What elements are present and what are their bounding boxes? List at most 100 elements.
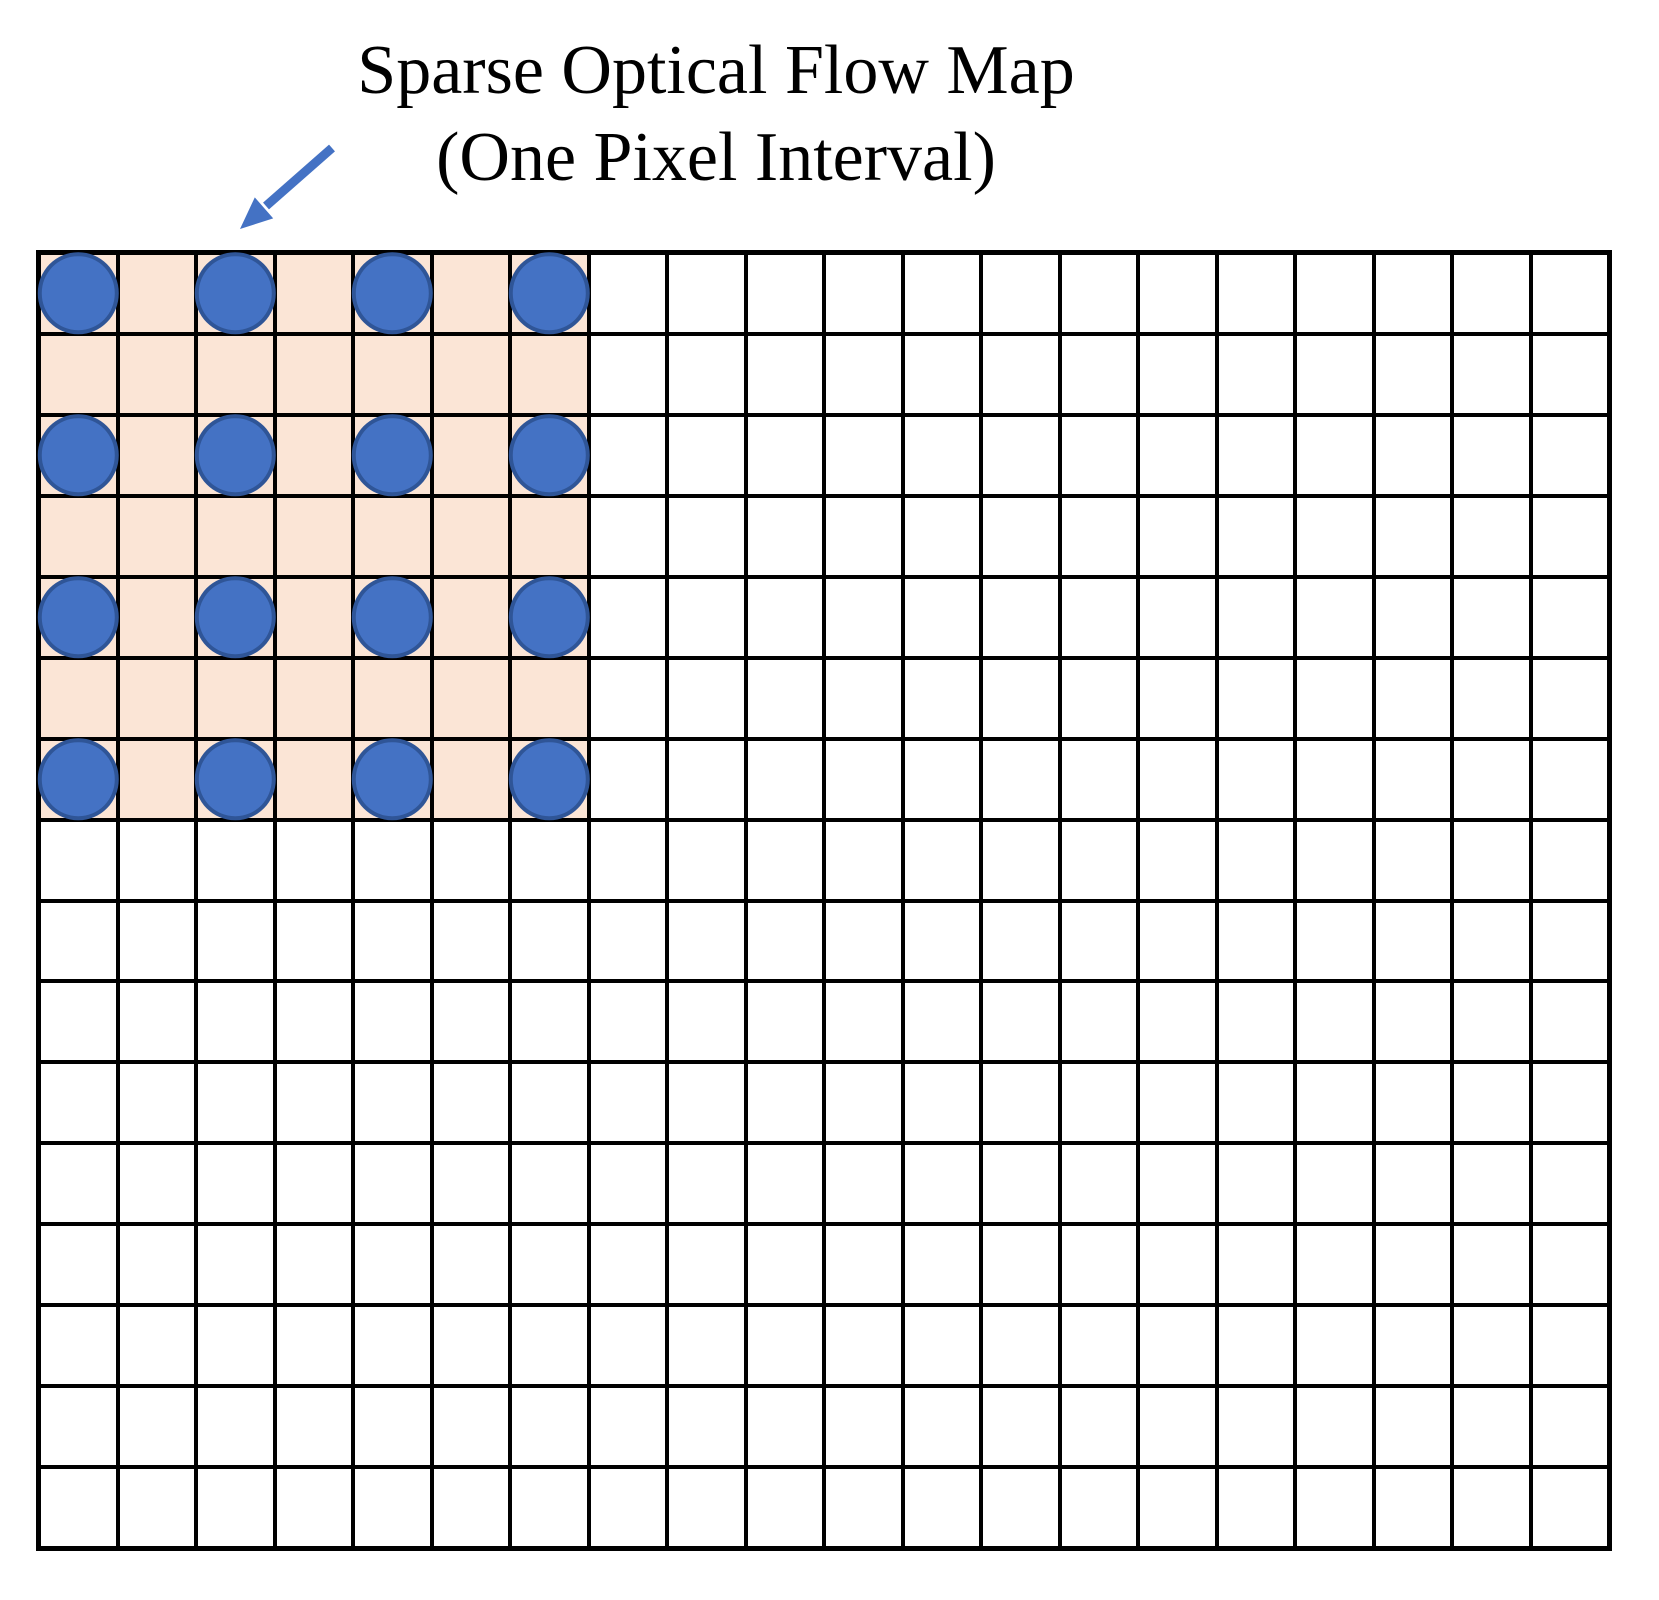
grid-cell bbox=[433, 740, 508, 818]
grid-cell bbox=[1375, 659, 1450, 737]
grid-cell bbox=[1375, 1388, 1450, 1466]
grid-cell bbox=[1140, 983, 1215, 1061]
flow-point-dot bbox=[38, 576, 119, 658]
grid-cell bbox=[276, 983, 351, 1061]
grid-cell bbox=[669, 335, 744, 413]
grid-cell bbox=[1454, 497, 1529, 575]
grid-cell bbox=[119, 1307, 194, 1385]
grid-cell bbox=[355, 1469, 430, 1546]
grid-cell bbox=[512, 1388, 587, 1466]
grid-cell bbox=[1532, 1469, 1607, 1546]
grid-cell bbox=[747, 740, 822, 818]
flow-point-dot bbox=[352, 738, 433, 820]
grid-cell bbox=[198, 335, 273, 413]
grid-cell bbox=[983, 983, 1058, 1061]
grid-cell bbox=[1218, 740, 1293, 818]
grid-cell bbox=[1218, 1145, 1293, 1223]
grid-cell bbox=[904, 1064, 979, 1142]
grid-cell bbox=[355, 983, 430, 1061]
grid-cell bbox=[1061, 1064, 1136, 1142]
grid-cell bbox=[276, 740, 351, 818]
grid-cell bbox=[119, 578, 194, 656]
grid-cell bbox=[512, 335, 587, 413]
grid-cell bbox=[1532, 578, 1607, 656]
flow-point-dot bbox=[38, 414, 119, 497]
flow-point-dot bbox=[352, 576, 433, 658]
grid-cell bbox=[38, 738, 119, 820]
grid-cell bbox=[669, 983, 744, 1061]
grid-cell bbox=[1140, 1469, 1215, 1546]
flow-point-dot bbox=[195, 576, 276, 658]
grid-cell bbox=[509, 252, 590, 335]
grid-cell bbox=[355, 497, 430, 575]
flow-point-dot bbox=[509, 252, 590, 335]
grid-cell bbox=[1297, 740, 1372, 818]
grid-cell bbox=[1532, 1388, 1607, 1466]
grid-cell bbox=[355, 1145, 430, 1223]
grid-cell bbox=[1140, 1307, 1215, 1385]
grid-cell bbox=[119, 416, 194, 494]
grid-cell bbox=[433, 821, 508, 899]
grid-cell bbox=[1454, 255, 1529, 332]
grid-cell bbox=[1061, 1469, 1136, 1546]
grid-cell bbox=[41, 1388, 116, 1466]
grid-cell bbox=[590, 1145, 665, 1223]
grid-cell bbox=[198, 902, 273, 980]
grid-cell bbox=[119, 740, 194, 818]
grid-cell bbox=[904, 983, 979, 1061]
grid-cell bbox=[512, 983, 587, 1061]
grid-cell bbox=[1061, 1145, 1136, 1223]
grid-cell bbox=[1454, 1307, 1529, 1385]
grid-cell bbox=[512, 1226, 587, 1304]
grid-cell bbox=[355, 335, 430, 413]
grid-cell bbox=[512, 1145, 587, 1223]
grid-cell bbox=[1532, 497, 1607, 575]
grid-cell bbox=[195, 576, 276, 658]
grid-cell bbox=[1297, 983, 1372, 1061]
grid-cell bbox=[1061, 335, 1136, 413]
grid-cell bbox=[198, 1226, 273, 1304]
grid-cell bbox=[1140, 1064, 1215, 1142]
grid-cell bbox=[904, 1469, 979, 1546]
grid-cell bbox=[355, 659, 430, 737]
flow-point-dot bbox=[352, 252, 433, 335]
grid-cell bbox=[276, 578, 351, 656]
grid-cell bbox=[276, 416, 351, 494]
grid-cell bbox=[669, 1307, 744, 1385]
grid-cell bbox=[904, 1307, 979, 1385]
diagram-title: Sparse Optical Flow Map (One Pixel Inter… bbox=[0, 27, 1432, 201]
flow-point-dot bbox=[352, 414, 433, 497]
grid-cell bbox=[198, 1307, 273, 1385]
grid-cell bbox=[276, 1469, 351, 1546]
grid-cell bbox=[747, 1145, 822, 1223]
grid-cell bbox=[747, 821, 822, 899]
grid-cell bbox=[433, 659, 508, 737]
grid-cell bbox=[1061, 255, 1136, 332]
grid-cell bbox=[1140, 821, 1215, 899]
grid-cell bbox=[352, 738, 433, 820]
grid-cell bbox=[38, 252, 119, 335]
grid-cell bbox=[669, 1469, 744, 1546]
grid-cell bbox=[1061, 578, 1136, 656]
grid-cell bbox=[198, 821, 273, 899]
grid-cell bbox=[512, 821, 587, 899]
grid-cell bbox=[1061, 740, 1136, 818]
grid-cell bbox=[1454, 659, 1529, 737]
grid-cell bbox=[1375, 497, 1450, 575]
grid-cell bbox=[826, 983, 901, 1061]
grid-cell bbox=[1061, 983, 1136, 1061]
grid-cell bbox=[1297, 659, 1372, 737]
grid-cell bbox=[1375, 740, 1450, 818]
grid-cell bbox=[276, 497, 351, 575]
grid-cell bbox=[1454, 902, 1529, 980]
grid-cell bbox=[747, 1064, 822, 1142]
grid-cell bbox=[747, 659, 822, 737]
grid-cell bbox=[590, 659, 665, 737]
grid-cell bbox=[983, 497, 1058, 575]
flow-point-dot bbox=[509, 738, 590, 820]
grid-cell bbox=[352, 414, 433, 497]
grid-cell bbox=[669, 1064, 744, 1142]
grid-cell bbox=[41, 1064, 116, 1142]
grid-cell bbox=[983, 1307, 1058, 1385]
grid-cell bbox=[195, 738, 276, 820]
